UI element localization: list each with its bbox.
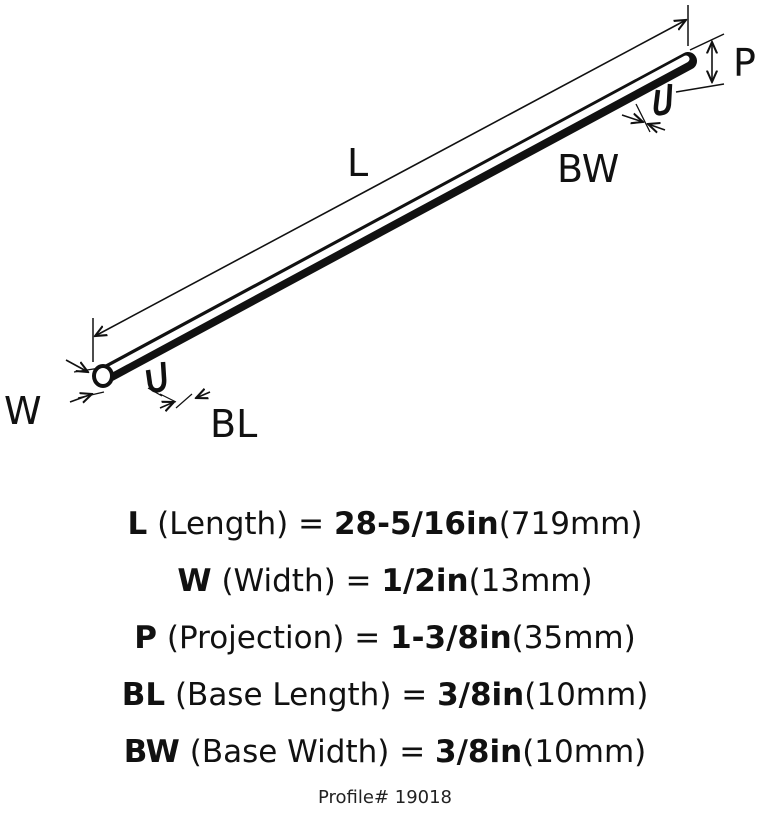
spec-metric: (10mm)	[524, 677, 649, 713]
spec-metric: (10mm)	[522, 734, 647, 770]
spec-name: (Base Length) =	[174, 677, 438, 713]
spec-abbr: L	[127, 506, 148, 542]
spec-projection: P (Projection) = 1-3/8in(35mm)	[0, 610, 770, 667]
spec-abbr: P	[134, 620, 158, 656]
dimension-spec-list: L (Length) = 28-5/16in(719mm) W (Width) …	[0, 496, 770, 781]
spec-imperial: 1/2in	[381, 563, 469, 599]
bar-pull-body	[92, 52, 697, 393]
length-dimension	[92, 5, 689, 362]
base-width-dimension	[621, 103, 666, 132]
base-length-dimension	[147, 387, 211, 408]
spec-base-width: BW (Base Width) = 3/8in(10mm)	[0, 724, 770, 781]
spec-abbr: BW	[123, 734, 180, 770]
spec-name: (Projection) =	[166, 620, 391, 656]
label-projection: P	[733, 41, 756, 85]
spec-name: (Width) =	[221, 563, 382, 599]
spec-abbr: W	[177, 563, 212, 599]
bar-pull-diagram: L P BW W BL	[4, 5, 756, 446]
width-dimension	[65, 359, 105, 402]
label-width: W	[4, 389, 42, 433]
spec-abbr: BL	[121, 677, 166, 713]
label-base-length: BL	[210, 402, 257, 446]
spec-metric: (719mm)	[498, 506, 643, 542]
label-length: L	[347, 141, 368, 185]
spec-name: (Length) =	[157, 506, 334, 542]
spec-length: L (Length) = 28-5/16in(719mm)	[0, 496, 770, 553]
spec-imperial: 28-5/16in	[333, 506, 499, 542]
spec-base-length: BL (Base Length) = 3/8in(10mm)	[0, 667, 770, 724]
profile-number: Profile# 19018	[317, 787, 453, 808]
spec-imperial: 3/8in	[435, 734, 523, 770]
spec-imperial: 1-3/8in	[390, 620, 512, 656]
spec-metric: (35mm)	[511, 620, 636, 656]
spec-metric: (13mm)	[468, 563, 593, 599]
spec-imperial: 3/8in	[437, 677, 525, 713]
projection-dimension	[675, 33, 725, 93]
spec-name: (Base Width) =	[189, 734, 436, 770]
label-base-width: BW	[557, 147, 619, 191]
spec-width: W (Width) = 1/2in(13mm)	[0, 553, 770, 610]
